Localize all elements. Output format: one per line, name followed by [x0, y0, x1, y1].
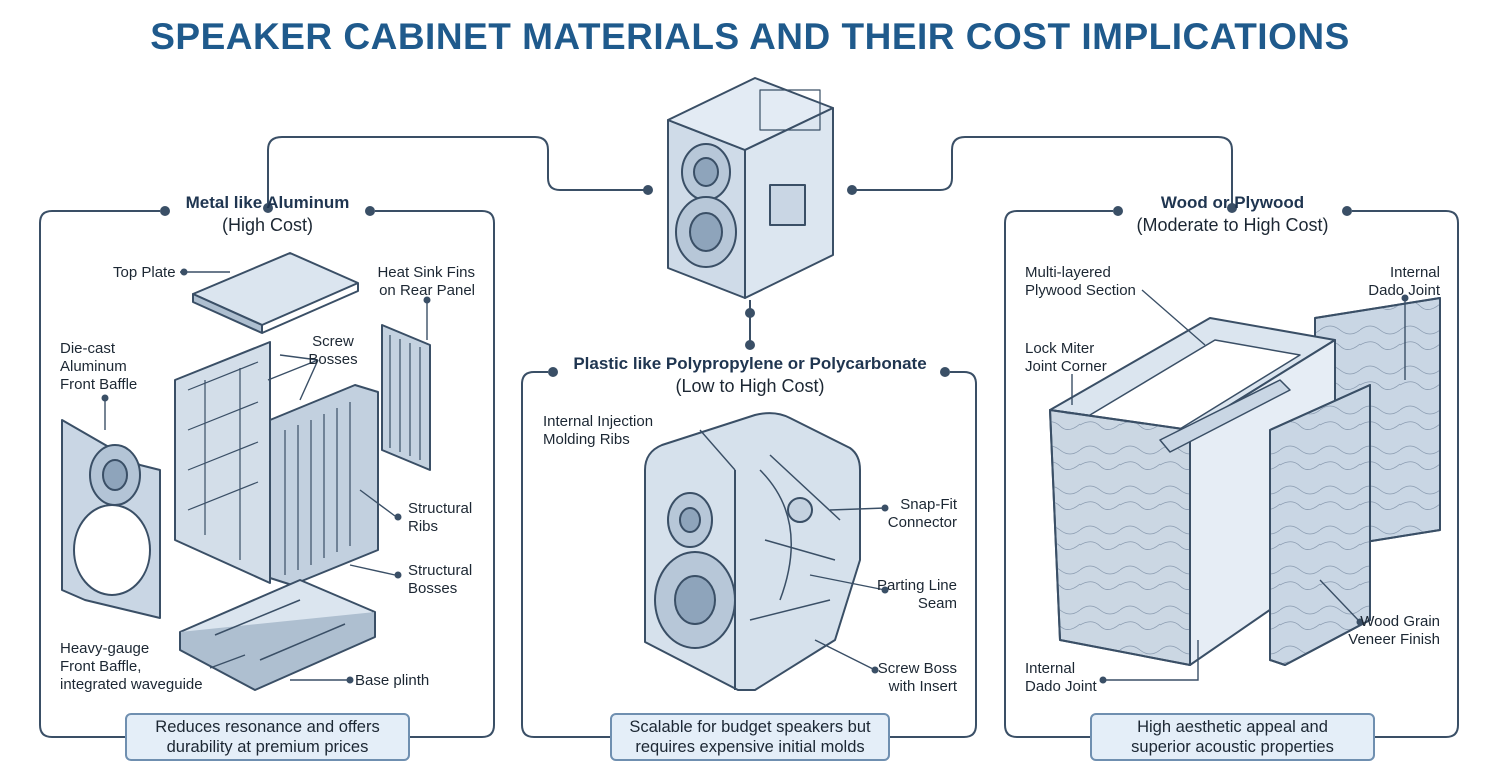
connector-lines [267, 136, 1233, 345]
wood-illustration [1049, 297, 1441, 666]
wood-summary: High aesthetic appeal and superior acous… [1090, 713, 1375, 761]
plastic-illustration [644, 412, 861, 691]
label-lock-miter: Lock Miter Joint Corner [1025, 340, 1107, 375]
wood-heading-block: Wood or Plywood (Moderate to High Cost) [1105, 192, 1360, 236]
connector-dots [160, 185, 1352, 377]
label-screw-bosses: Screw Bosses [308, 333, 358, 368]
label-structural-ribs: Structural Ribs [408, 500, 473, 535]
label-die-cast: Die-cast Aluminum Front Baffle [60, 340, 138, 393]
plastic-heading-block: Plastic like Polypropylene or Polycarbon… [555, 353, 945, 397]
label-multi-layer: Multi-layered Plywood Section [1025, 264, 1136, 299]
plastic-cost: (Low to High Cost) [675, 376, 825, 396]
plastic-heading: Plastic like Polypropylene or Polycarbon… [573, 354, 927, 373]
label-top-plate: Top Plate [113, 264, 176, 281]
label-dado-top: Internal Dado Joint [1368, 264, 1440, 299]
center-speaker-illustration [667, 77, 834, 299]
metal-cost: (High Cost) [221, 215, 314, 235]
label-snap-fit: Snap-Fit Connector [887, 496, 957, 531]
wood-heading: Wood or Plywood [1160, 193, 1305, 212]
metal-heading-block: Metal like Aluminum (High Cost) [150, 192, 385, 236]
label-screw-boss: Screw Boss with Insert [877, 660, 957, 695]
label-base-plinth: Base plinth [355, 672, 430, 689]
metal-summary: Reduces resonance and offers durability … [125, 713, 410, 761]
leader-lines [104, 271, 1406, 681]
label-heat-sink: Heat Sink Fins on Rear Panel [377, 264, 475, 299]
page-title: SPEAKER CABINET MATERIALS AND THEIR COST… [150, 16, 1350, 57]
wood-cost: (Moderate to High Cost) [1136, 215, 1329, 235]
plastic-summary: Scalable for budget speakers but require… [610, 713, 890, 761]
label-parting-line: Parting Line Seam [876, 577, 957, 612]
metal-exploded-illustration [61, 252, 431, 691]
metal-heading: Metal like Aluminum [185, 193, 350, 212]
label-injection-ribs: Internal Injection Molding Ribs [543, 413, 654, 448]
panel-frames [39, 210, 1459, 738]
label-structural-bosses: Structural Bosses [408, 562, 473, 597]
label-dado-bottom: Internal Dado Joint [1025, 660, 1097, 695]
label-wood-grain: Wood Grain Veneer Finish [1348, 613, 1440, 648]
leader-dots [101, 268, 1409, 684]
label-heavy-gauge: Heavy-gauge Front Baffle, integrated wav… [60, 640, 203, 693]
